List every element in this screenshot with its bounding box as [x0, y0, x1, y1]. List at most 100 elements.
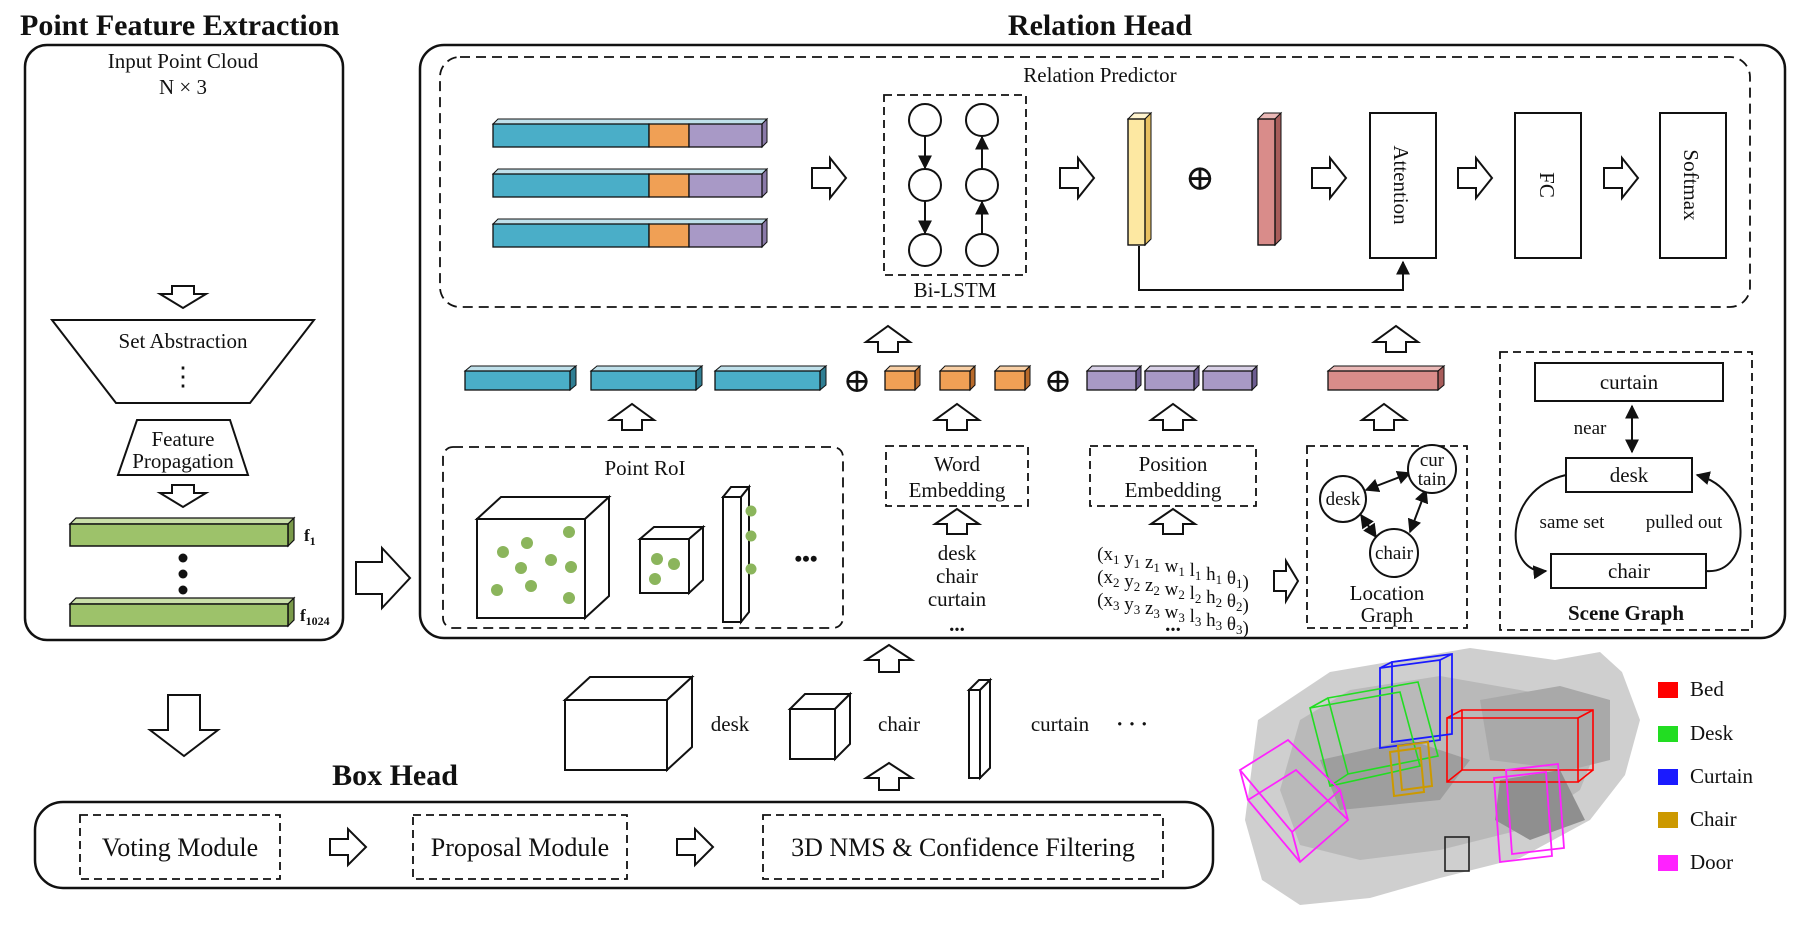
up-arrow-icon	[862, 324, 914, 353]
right-arrow-icon	[355, 545, 412, 611]
right-arrow-icon	[1059, 155, 1096, 201]
legend-swatch	[1658, 812, 1678, 828]
position-embedding-label-1: Position	[1139, 452, 1208, 476]
location-graph-label-2: Graph	[1361, 603, 1414, 627]
scene-graph-box	[1499, 351, 1753, 631]
up-arrow-icon	[606, 402, 658, 431]
right-arrow-icon	[329, 826, 368, 868]
location-node-desk: desk	[1326, 489, 1361, 510]
location-node-curtain-1: cur	[1420, 450, 1445, 471]
position-tuple: (x3 y3 z3 w3 l3 h3 θ3)	[1097, 590, 1249, 639]
word-embedding-label-2: Embedding	[909, 478, 1006, 502]
nms-filtering-box	[762, 814, 1164, 880]
right-arrow-icon	[1457, 155, 1494, 201]
right-arrow-icon	[676, 826, 715, 868]
legend-label: Curtain	[1690, 764, 1753, 788]
box-output-curtain	[966, 677, 993, 781]
legend-swatch	[1658, 855, 1678, 871]
feature-propagation-label-1: Feature	[152, 427, 215, 451]
nms-filtering-label: 3D NMS & Confidence Filtering	[791, 833, 1135, 862]
softmax-label: Softmax	[1679, 149, 1703, 221]
word-list-item: chair	[936, 564, 978, 588]
up-arrow-icon	[1147, 507, 1199, 535]
word-list-item: curtain	[928, 587, 987, 611]
voting-module-label: Voting Module	[102, 833, 258, 862]
box-output-chair	[787, 691, 853, 762]
box-output-ellipsis: · · ·	[1116, 712, 1148, 736]
point-roi-ellipsis: •••	[794, 546, 817, 571]
legend-label: Desk	[1690, 721, 1734, 745]
scene-edge-pulled-out: pulled out	[1646, 512, 1723, 533]
feature-propagation-label-2: Propagation	[132, 449, 234, 473]
proposal-module-label: Proposal Module	[431, 833, 609, 862]
input-dimension-label: N × 3	[159, 75, 207, 99]
position-embedding-label-2: Embedding	[1125, 478, 1222, 502]
legend-item: Desk	[1658, 721, 1734, 745]
fc-block	[1514, 112, 1582, 259]
location-feature-vector	[1256, 111, 1283, 247]
legend-swatch	[1658, 726, 1678, 742]
right-arrow-icon	[1273, 557, 1300, 605]
down-arrow-icon	[156, 285, 210, 310]
word-embedding-box	[885, 445, 1029, 507]
up-arrow-icon	[862, 761, 916, 791]
lstm-output-vector	[1126, 111, 1153, 247]
set-abstraction-block	[49, 319, 317, 404]
scene-node-curtain: curtain	[1600, 370, 1659, 394]
relation-head-panel	[418, 43, 1787, 640]
oplus-icon: ⊕	[1044, 363, 1073, 400]
input-point-cloud-label: Input Point Cloud	[108, 49, 259, 73]
word-embedding-label-1: Word	[934, 452, 981, 476]
legend-label: Bed	[1690, 677, 1724, 701]
voting-module-box	[79, 814, 281, 880]
position-tuple: (x2 y2 z2 w2 l2 h2 θ2)	[1097, 567, 1249, 616]
position-tuple-ellipsis: ...	[1165, 612, 1181, 636]
f1-label: f1	[304, 526, 316, 548]
down-arrow-icon	[156, 484, 210, 509]
position-tuples: (x1 y1 z1 w1 l1 h1 θ1) (x2 y2 z2 w2 l2 h…	[1097, 544, 1249, 639]
proposal-module-box	[412, 814, 628, 880]
concatenated-feature-bars	[491, 117, 769, 249]
point-roi-label: Point RoI	[604, 456, 685, 480]
feature-propagation-block	[116, 419, 250, 476]
point-roi-box	[442, 446, 844, 629]
relation-predictor-box	[439, 56, 1751, 308]
scene-edge-near: near	[1574, 418, 1607, 439]
box-output-desk	[562, 674, 695, 773]
point-roi-cube-small	[637, 524, 706, 596]
attention-label: Attention	[1389, 145, 1413, 225]
skip-connection-arrow	[1138, 246, 1410, 291]
box-output-curtain-label: curtain	[1031, 712, 1090, 736]
location-graph: desk cur tain chair	[1319, 444, 1457, 578]
box-output-desk-label: desk	[711, 712, 750, 736]
legend-item: Bed	[1658, 677, 1724, 701]
location-node-chair: chair	[1375, 543, 1414, 564]
point-feature-extraction-title: Point Feature Extraction	[20, 9, 340, 42]
oplus-icon: ⊕	[1185, 158, 1215, 198]
position-feature-bars	[1085, 364, 1259, 392]
position-embedding-box	[1089, 445, 1257, 507]
point-roi-cube-thin	[720, 484, 757, 625]
scene-edge-same-set: same set	[1540, 512, 1606, 533]
vertical-ellipsis: ⋮	[170, 362, 196, 391]
location-node-curtain-2: tain	[1418, 469, 1447, 490]
point-feature-panel: Input Point Cloud N × 3 Set Abstraction …	[23, 43, 345, 642]
f1024-label: f1024	[300, 606, 330, 628]
up-arrow-icon	[862, 643, 916, 673]
scene-point-cloud-illustration	[1238, 648, 1640, 905]
location-graph-label-1: Location	[1350, 581, 1425, 605]
right-arrow-icon	[811, 155, 848, 201]
position-tuple: (x1 y1 z1 w1 l1 h1 θ1)	[1097, 544, 1249, 593]
feature-bar-f1	[68, 516, 296, 548]
attention-block	[1369, 112, 1437, 259]
right-arrow-icon	[1311, 155, 1348, 201]
relation-predictor-title: Relation Predictor	[1023, 63, 1176, 87]
softmax-block	[1659, 112, 1727, 259]
bilstm-block	[883, 94, 1027, 276]
point-roi-feature-bars	[463, 364, 828, 392]
scene-node-chair: chair	[1608, 559, 1650, 583]
legend-item: Door	[1658, 850, 1733, 874]
bilstm-label: Bi-LSTM	[914, 278, 997, 302]
legend-swatch	[1658, 682, 1678, 698]
up-arrow-icon	[931, 507, 983, 535]
